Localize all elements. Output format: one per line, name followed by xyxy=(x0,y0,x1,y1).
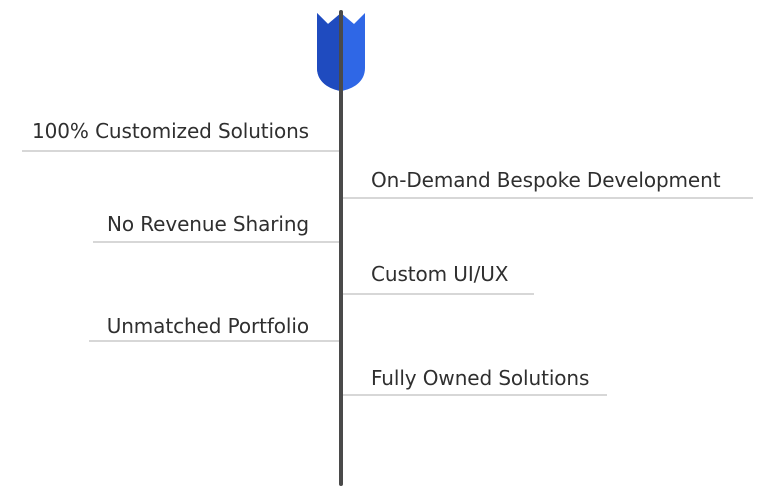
feature-underline xyxy=(342,293,534,295)
feature-fully-owned-solutions: Fully Owned Solutions xyxy=(371,366,590,390)
feature-underline xyxy=(342,394,607,396)
timeline-spine xyxy=(339,10,343,486)
feature-no-revenue-sharing: No Revenue Sharing xyxy=(107,212,309,236)
feature-custom-ui-ux: Custom UI/UX xyxy=(371,262,509,286)
feature-underline xyxy=(93,241,340,243)
feature-underline xyxy=(342,197,753,199)
feature-underline xyxy=(22,150,340,152)
feature-underline xyxy=(89,340,340,342)
feature-bespoke-development: On-Demand Bespoke Development xyxy=(371,168,721,192)
feature-customized-solutions: 100% Customized Solutions xyxy=(32,119,309,143)
feature-unmatched-portfolio: Unmatched Portfolio xyxy=(106,314,309,338)
